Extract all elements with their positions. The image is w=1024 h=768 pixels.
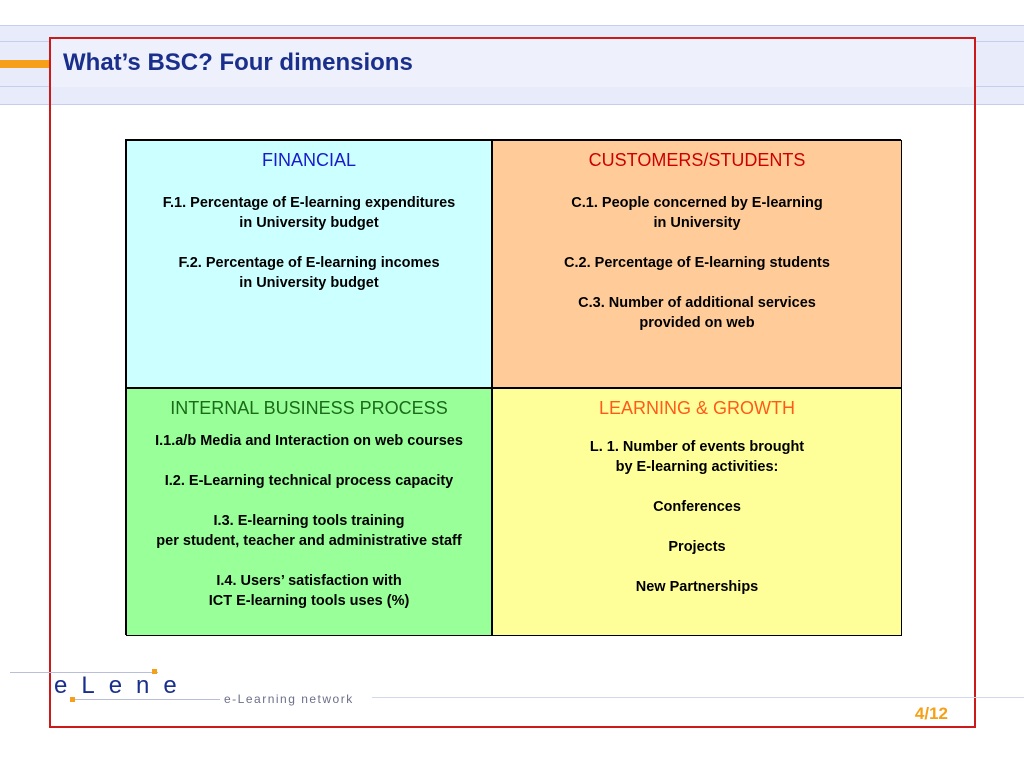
item-line: I.3. E-learning tools training xyxy=(213,513,405,529)
quadrant-item: I.1.a/b Media and Interaction on web cou… xyxy=(127,431,491,451)
logo-rule-bottom xyxy=(70,699,220,700)
item-line: by E-learning activities: xyxy=(615,459,779,475)
item-line: in University budget xyxy=(239,215,379,231)
quadrant-item: C.2. Percentage of E-learning students xyxy=(493,253,901,273)
item-line: I.1.a/b Media and Interaction on web cou… xyxy=(155,433,463,449)
quadrant-item: F.2. Percentage of E-learning incomes in … xyxy=(127,253,491,293)
quadrant-customers: CUSTOMERS/STUDENTS C.1. People concerned… xyxy=(492,140,902,388)
title-area xyxy=(51,39,974,87)
quadrant-heading: CUSTOMERS/STUDENTS xyxy=(588,150,806,170)
quadrant-items: L. 1. Number of events brought by E-learn… xyxy=(493,437,901,597)
quadrant-financial: FINANCIAL F.1. Percentage of E-learning … xyxy=(126,140,492,388)
quadrant-item: New Partnerships xyxy=(493,577,901,597)
quadrant-item: C.3. Number of additional services provid… xyxy=(493,293,901,333)
quadrant-item: L. 1. Number of events brought by E-learn… xyxy=(493,437,901,477)
footer-rule xyxy=(372,697,1024,698)
quadrant-heading: LEARNING & GROWTH xyxy=(598,398,795,418)
quadrant-internal: INTERNAL BUSINESS PROCESS I.1.a/b Media … xyxy=(126,388,492,636)
accent-bar xyxy=(0,60,52,68)
quadrant-item: C.1. People concerned by E-learning in Un… xyxy=(493,193,901,233)
item-line: F.1. Percentage of E-learning expenditur… xyxy=(162,195,456,211)
item-line: L. 1. Number of events brought xyxy=(589,439,805,455)
item-line: C.3. Number of additional services xyxy=(578,295,816,311)
quadrant-heading: INTERNAL BUSINESS PROCESS xyxy=(170,398,448,418)
logo-tagline: e-Learning network xyxy=(224,692,354,706)
quadrant-item: F.1. Percentage of E-learning expenditur… xyxy=(127,193,491,233)
quadrant-item: Projects xyxy=(493,537,901,557)
logo-dot-icon xyxy=(70,697,75,702)
quadrant-items: F.1. Percentage of E-learning expenditur… xyxy=(127,193,491,293)
quadrant-items: I.1.a/b Media and Interaction on web cou… xyxy=(127,431,491,611)
quadrant-item: I.3. E-learning tools training per studen… xyxy=(127,511,491,551)
item-line: C.1. People concerned by E-learning xyxy=(571,195,823,211)
item-line: provided on web xyxy=(639,315,755,331)
item-line: Conferences xyxy=(653,499,741,515)
page-number: 4/12 xyxy=(914,704,948,723)
slide-frame xyxy=(49,37,976,728)
bsc-grid: FINANCIAL F.1. Percentage of E-learning … xyxy=(125,139,902,636)
item-line: per student, teacher and administrative … xyxy=(156,533,462,549)
quadrant-heading: FINANCIAL xyxy=(261,150,357,170)
quadrant-items: C.1. People concerned by E-learning in Un… xyxy=(493,193,901,333)
item-line: Projects xyxy=(668,539,726,555)
item-line: in University budget xyxy=(239,275,379,291)
logo-dot-icon xyxy=(152,669,157,674)
quadrant-item: Conferences xyxy=(493,497,901,517)
item-line: in University xyxy=(653,215,741,231)
quadrant-learning: LEARNING & GROWTH L. 1. Number of events… xyxy=(492,388,902,636)
item-line: New Partnerships xyxy=(635,579,759,595)
logo-rule-top xyxy=(10,672,158,673)
item-line: C.2. Percentage of E-learning students xyxy=(564,255,830,271)
quadrant-item: I.2. E-Learning technical process capaci… xyxy=(127,471,491,491)
item-line: I.2. E-Learning technical process capaci… xyxy=(164,473,454,489)
elene-logo: eLene xyxy=(54,672,191,699)
item-line: F.2. Percentage of E-learning incomes xyxy=(178,255,440,271)
item-line: ICT E-learning tools uses (%) xyxy=(208,593,410,609)
slide-title: What’s BSC? Four dimensions xyxy=(63,49,413,76)
item-line: I.4. Users’ satisfaction with xyxy=(216,573,402,589)
